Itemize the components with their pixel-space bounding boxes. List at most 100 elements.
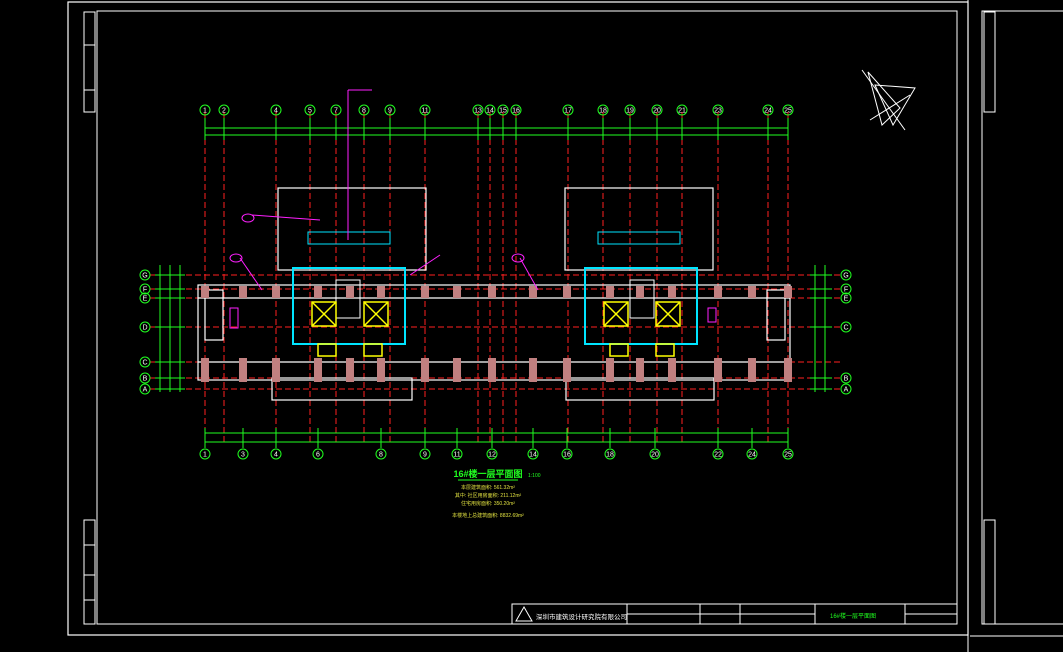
axis-bubble-top: 25: [782, 104, 794, 116]
svg-text:25: 25: [784, 452, 792, 459]
axis-bubble-top: 20: [651, 104, 663, 116]
axis-bubble-left: B: [139, 372, 151, 384]
axis-bubble-bottom: 25: [782, 448, 794, 460]
axis-bubble-left: D: [139, 321, 151, 333]
svg-text:1: 1: [203, 452, 207, 459]
sheet-name: 16#楼一层平面图: [830, 612, 876, 620]
axis-bubble-left: G: [139, 269, 151, 281]
structural-columns: [201, 286, 792, 382]
axis-bubble-left: C: [139, 356, 151, 368]
axis-bubble-top: 23: [712, 104, 724, 116]
svg-text:20: 20: [651, 452, 659, 459]
axis-bubble-right: A: [840, 383, 852, 395]
svg-text:G: G: [843, 273, 848, 280]
axis-bubble-top: 21: [676, 104, 688, 116]
axis-bubble-bottom: 18: [604, 448, 616, 460]
axis-bubble-bottom: 6: [312, 448, 324, 460]
svg-text:21: 21: [678, 108, 686, 115]
svg-text:A: A: [143, 387, 148, 394]
svg-text:7: 7: [334, 108, 338, 115]
svg-text:D: D: [142, 325, 147, 332]
svg-text:6: 6: [316, 452, 320, 459]
svg-text:E: E: [844, 296, 849, 303]
north-arrow-icon: [861, 69, 916, 131]
axis-bubble-top: 18: [597, 104, 609, 116]
svg-text:18: 18: [599, 108, 607, 115]
svg-text:19: 19: [626, 108, 634, 115]
svg-text:8: 8: [362, 108, 366, 115]
svg-text:1: 1: [203, 108, 207, 115]
axis-bubble-bottom: 4: [270, 448, 282, 460]
axis-bubble-bottom: 11: [451, 448, 463, 460]
axis-bubble-top: 11: [419, 104, 431, 116]
sheet-frame: [67, 0, 1063, 652]
axis-bubble-right: C: [840, 321, 852, 333]
svg-text:12: 12: [488, 452, 496, 459]
axis-bubble-right: E: [840, 292, 852, 304]
svg-text:2: 2: [222, 108, 226, 115]
svg-text:4: 4: [274, 108, 278, 115]
axis-bubble-bottom: 16: [561, 448, 573, 460]
svg-text:C: C: [142, 360, 147, 367]
axis-bubble-bottom: 14: [527, 448, 539, 460]
axis-bubble-top: 19: [624, 104, 636, 116]
svg-text:C: C: [843, 325, 848, 332]
svg-text:4: 4: [274, 452, 278, 459]
axis-bubble-top: 1: [199, 104, 211, 116]
elevator-shafts: [311, 301, 681, 357]
svg-text:F: F: [844, 287, 848, 294]
area-line-1: 本层建筑面积: 561.32m²: [461, 484, 515, 491]
axis-bubble-right: F: [840, 283, 852, 295]
svg-text:14: 14: [486, 108, 494, 115]
svg-text:8: 8: [379, 452, 383, 459]
axis-bubble-left: F: [139, 283, 151, 295]
axis-bubble-top: 13: [472, 104, 484, 116]
axis-bubble-top: 4: [270, 104, 282, 116]
svg-text:17: 17: [564, 108, 572, 115]
area-line-3: 住宅用房面积: 350.20m²: [461, 500, 515, 507]
axis-bubble-left: E: [139, 292, 151, 304]
stair-core: [292, 231, 698, 345]
svg-text:25: 25: [784, 108, 792, 115]
axis-bubble-bottom: 24: [746, 448, 758, 460]
axis-bubble-bottom: 9: [419, 448, 431, 460]
axis-bubble-bottom: 22: [712, 448, 724, 460]
svg-text:3: 3: [241, 452, 245, 459]
axis-bubble-right: G: [840, 269, 852, 281]
drawing-scale: 1:100: [528, 473, 541, 479]
svg-text:G: G: [142, 273, 147, 280]
axis-bubble-top: 14: [484, 104, 496, 116]
dimension-lines: [155, 118, 832, 448]
axis-bubble-bottom: 8: [375, 448, 387, 460]
svg-text:B: B: [143, 376, 148, 383]
axis-bubble-right: B: [840, 372, 852, 384]
area-line-2: 其中: 社区用房面积: 211.12m²: [455, 492, 522, 499]
axis-bubble-bottom: 1: [199, 448, 211, 460]
area-line-total: 本楼地上总建筑面积: 8832.69m²: [452, 512, 524, 519]
svg-text:16: 16: [563, 452, 571, 459]
svg-text:23: 23: [714, 108, 722, 115]
svg-text:11: 11: [453, 452, 460, 459]
axis-bubble-bottom: 3: [237, 448, 249, 460]
axis-bubble-top: 24: [762, 104, 774, 116]
title-block: [511, 603, 958, 625]
svg-text:9: 9: [423, 452, 427, 459]
axis-bubble-left: A: [139, 383, 151, 395]
annotation-leaders: [229, 89, 717, 329]
axis-bubble-top: 8: [358, 104, 370, 116]
svg-text:15: 15: [499, 108, 507, 115]
axis-bubble-top: 16: [510, 104, 522, 116]
svg-text:16: 16: [512, 108, 520, 115]
drawing-title: 16#楼一层平面图: [453, 468, 522, 479]
svg-text:14: 14: [529, 452, 537, 459]
svg-text:20: 20: [653, 108, 661, 115]
svg-text:B: B: [844, 376, 849, 383]
svg-text:18: 18: [606, 452, 614, 459]
drawing-title-block: 16#楼一层平面图 1:100 本层建筑面积: 561.32m² 其中: 社区用…: [452, 468, 541, 519]
axis-bubble-top: 9: [384, 104, 396, 116]
axis-bubble-top: 7: [330, 104, 342, 116]
svg-text:11: 11: [421, 108, 428, 115]
svg-text:9: 9: [388, 108, 392, 115]
